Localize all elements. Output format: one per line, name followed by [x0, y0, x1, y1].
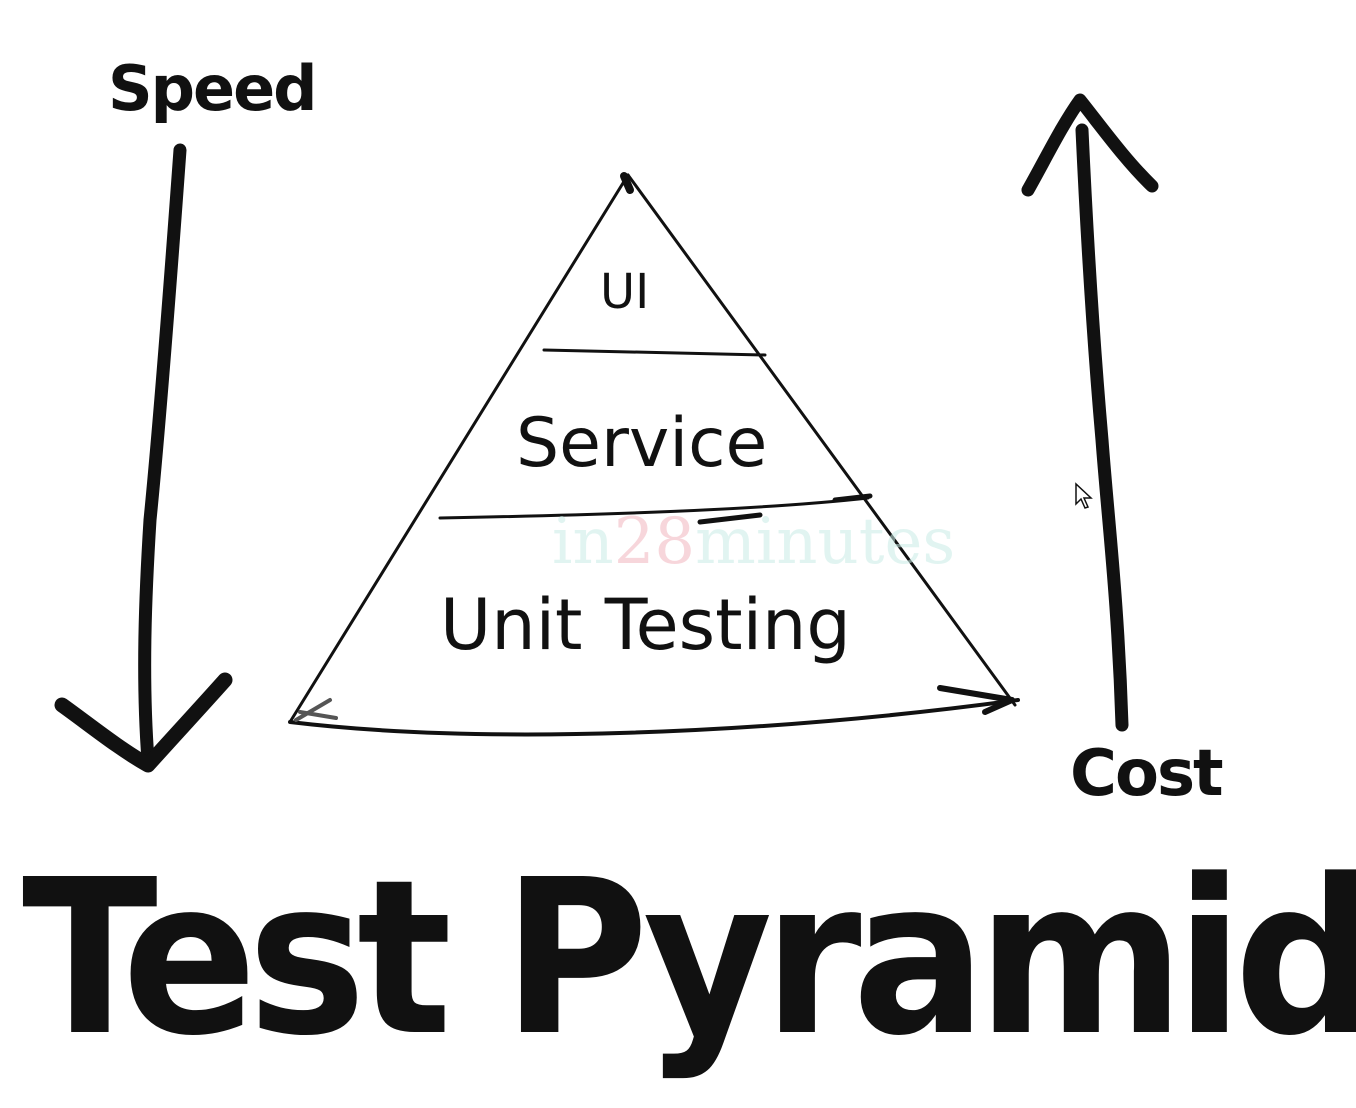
- pyramid: [288, 172, 1020, 737]
- cost-label: Cost: [1070, 737, 1224, 811]
- watermark-suffix: minutes: [695, 505, 956, 579]
- pyramid-tier-service: Service: [516, 404, 768, 483]
- watermark: in28minutes: [552, 510, 955, 574]
- pyramid-tier-unit-testing: Unit Testing: [440, 584, 851, 666]
- watermark-number: 28: [613, 505, 696, 579]
- speed-down-arrow: [54, 143, 233, 773]
- watermark-prefix: in: [552, 505, 614, 579]
- speed-label: Speed: [108, 52, 318, 125]
- pyramid-tier-ui: UI: [600, 264, 650, 320]
- main-title: Test Pyramid: [22, 834, 1356, 1083]
- mouse-cursor-icon: [1075, 482, 1093, 509]
- cost-up-arrow: [1021, 93, 1159, 732]
